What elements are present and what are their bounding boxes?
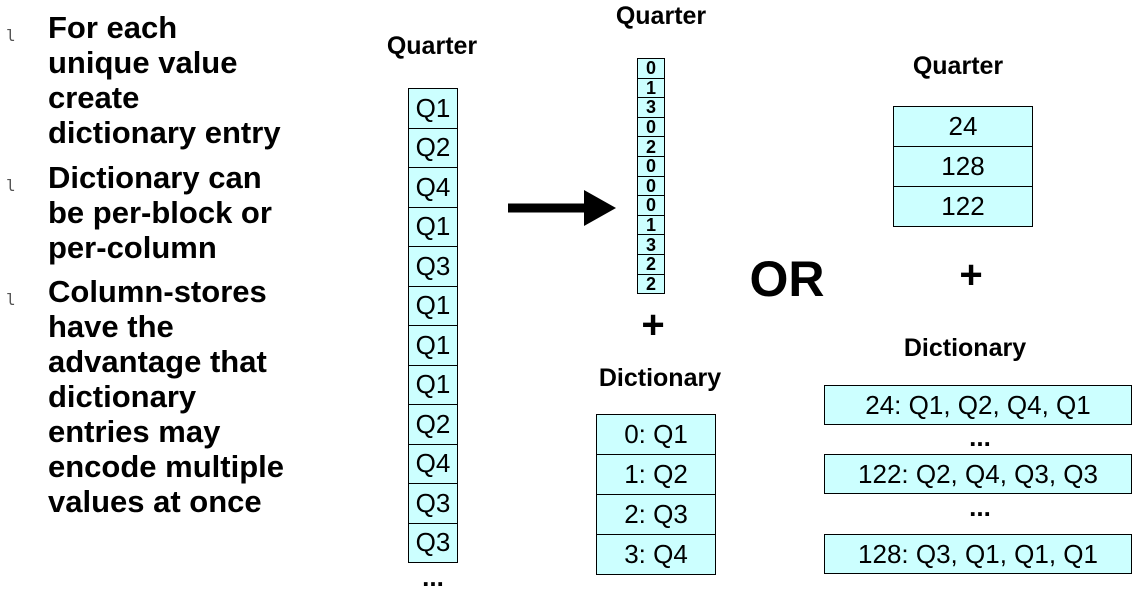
bullet-text: For each unique value create dictionary …	[48, 10, 281, 150]
dictionary-heading: Dictionary	[598, 364, 722, 392]
multi-dictionary-heading: Dictionary	[903, 334, 1027, 362]
original-column-cell: Q3	[408, 483, 458, 524]
encoded-column-heading: Quarter	[615, 2, 707, 30]
encoded-column-cell: 0	[637, 156, 665, 177]
multi-encoded-column-cell: 122	[893, 186, 1033, 227]
original-column-cell: Q1	[408, 206, 458, 247]
original-column-cell: Q1	[408, 88, 458, 129]
encoded-column-cell: 0	[637, 175, 665, 197]
original-column-cell: Q3	[408, 246, 458, 287]
multi-dictionary-entry: 128: Q3, Q1, Q1, Q1	[824, 534, 1132, 574]
plus-sign: +	[959, 253, 983, 297]
original-column-heading: Quarter	[386, 32, 478, 60]
dictionary-entry: 1: Q2	[596, 454, 716, 495]
multi-encoded-column-cell: 24	[893, 106, 1033, 147]
bullet-marker: l	[6, 290, 16, 309]
original-column-cell: Q1	[408, 364, 458, 405]
bullet-marker: l	[6, 176, 16, 195]
plus-sign: +	[641, 303, 665, 347]
original-column-cell: Q2	[408, 127, 458, 168]
encoded-column-cell: 0	[637, 116, 665, 138]
encoded-column-cell: 2	[637, 254, 665, 275]
encoded-column-cell: 1	[637, 77, 665, 99]
dictionary-entry: 3: Q4	[596, 534, 716, 575]
encoded-column-cell: 0	[637, 58, 665, 79]
dictionary-entry: 0: Q1	[596, 414, 716, 455]
original-column-cell: Q4	[408, 167, 458, 208]
original-column-cell: Q2	[408, 404, 458, 445]
bullet-marker: l	[6, 26, 16, 45]
encoded-column-cell: 2	[637, 273, 665, 295]
multi-dictionary-entry: 24: Q1, Q2, Q4, Q1	[824, 385, 1132, 425]
encoded-column-cell: 0	[637, 195, 665, 216]
encoded-column-cell: 2	[637, 136, 665, 157]
multi-encoded-column-cell: 128	[893, 146, 1033, 187]
right-arrow-icon	[508, 190, 616, 226]
dictionary-entry: 2: Q3	[596, 494, 716, 535]
encoded-column-cell: 3	[637, 97, 665, 118]
encoded-column-cell: 1	[637, 214, 665, 236]
bullet-text: Dictionary can be per-block or per-colum…	[48, 160, 272, 265]
multi-dictionary-ellipsis: ...	[969, 492, 991, 522]
original-column-cell: Q3	[408, 522, 458, 563]
multi-encoded-column-heading: Quarter	[912, 52, 1004, 80]
original-column-cell: Q1	[408, 325, 458, 366]
original-column-ellipsis: ...	[422, 562, 444, 592]
or-label: OR	[749, 251, 825, 307]
bullet-text: Column-stores have the advantage that di…	[48, 274, 284, 519]
original-column-cell: Q1	[408, 285, 458, 326]
multi-dictionary-ellipsis: ...	[969, 422, 991, 452]
multi-dictionary-entry: 122: Q2, Q4, Q3, Q3	[824, 454, 1132, 494]
original-column-cell: Q4	[408, 443, 458, 484]
encoded-column-cell: 3	[637, 234, 665, 255]
